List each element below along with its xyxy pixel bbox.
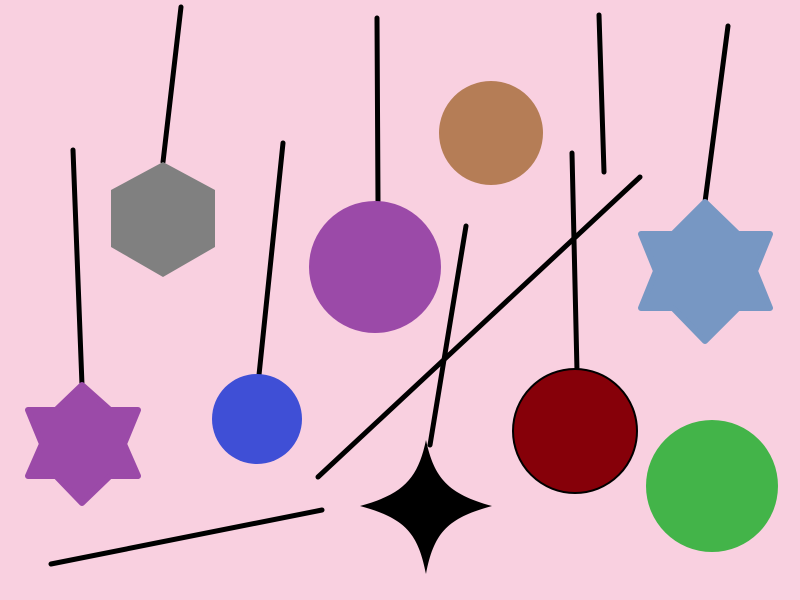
black-four-point-star-ornament (360, 440, 492, 574)
purple-star-of-david-ornament (25, 382, 141, 506)
dark-red-circle-ornament (512, 368, 638, 494)
string-dark-red-circle (569, 150, 580, 374)
string-blue-star (702, 23, 731, 205)
string-purple-star (70, 147, 85, 388)
blue-circle-ornament (212, 374, 302, 464)
green-circle-ornament (646, 420, 778, 552)
gray-hexagon-ornament (111, 162, 215, 277)
string-gray-hexagon (160, 4, 184, 165)
string-black-star (427, 223, 469, 448)
purple-circle-large-ornament (309, 201, 441, 333)
strings (48, 4, 731, 567)
string-blue-circle (256, 140, 286, 378)
loose-string-top (596, 12, 607, 175)
string-purple-circle-large (374, 15, 381, 205)
brown-circle-ornament (439, 81, 543, 185)
diagonal-line (315, 174, 643, 480)
blue-star-of-david-ornament (638, 199, 773, 344)
bottom-line (48, 507, 325, 567)
